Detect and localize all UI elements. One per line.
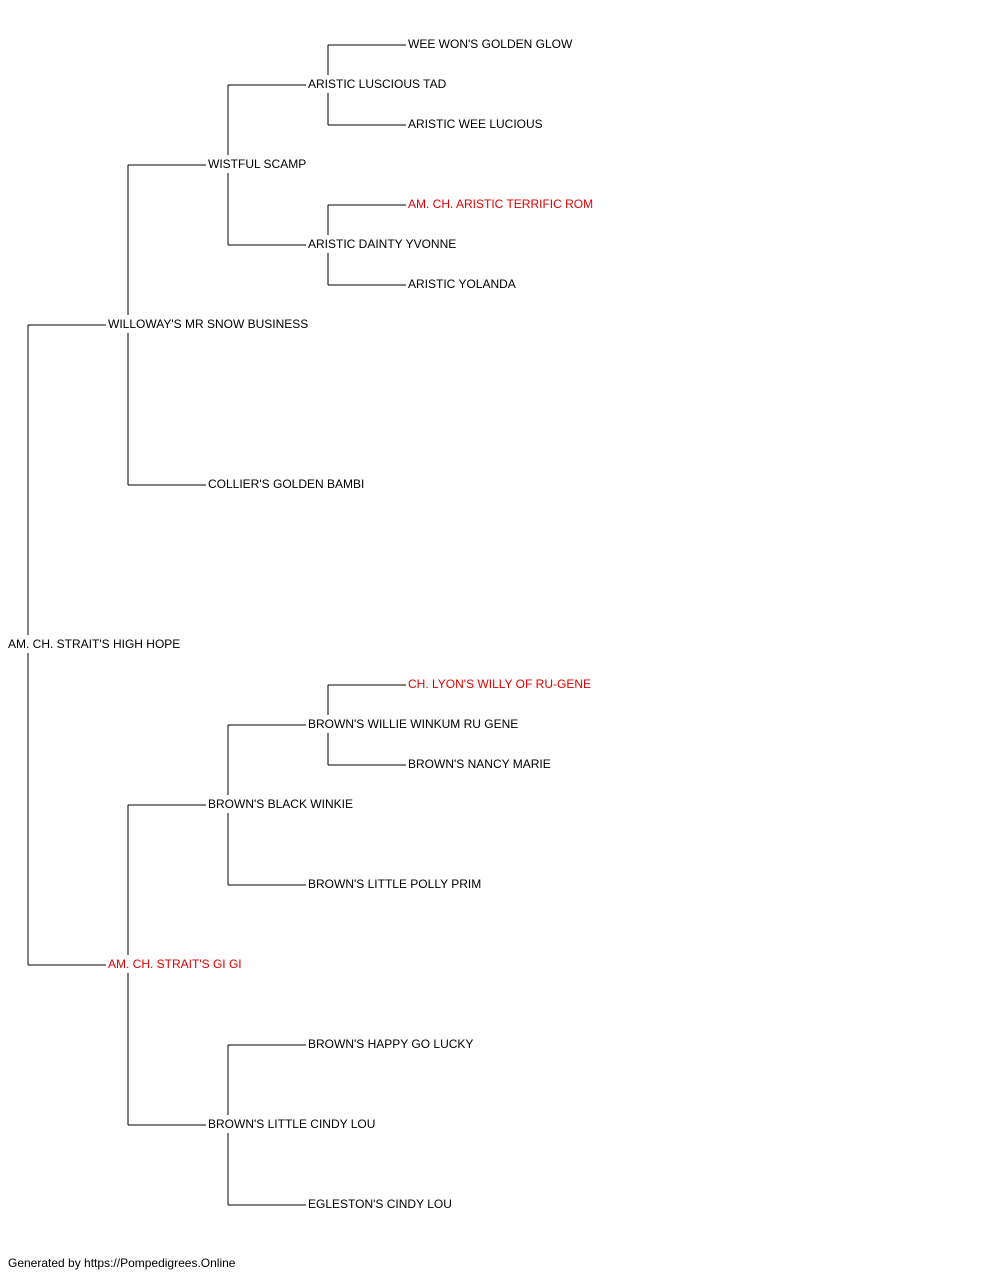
dog-name: ARISTIC LUSCIOUS TAD	[308, 77, 447, 91]
dog-name: AM. CH. ARISTIC TERRIFIC ROM	[408, 197, 593, 211]
dog-name: BROWN'S BLACK WINKIE	[208, 797, 353, 811]
dog-name: ARISTIC WEE LUCIOUS	[408, 117, 543, 131]
dog-name: ARISTIC DAINTY YVONNE	[308, 237, 456, 251]
dog-name: BROWN'S NANCY MARIE	[408, 757, 551, 771]
dog-name: AM. CH. STRAIT'S HIGH HOPE	[8, 637, 180, 651]
dog-name: WEE WON'S GOLDEN GLOW	[408, 37, 573, 51]
dog-name: CH. LYON'S WILLY OF RU-GENE	[408, 677, 591, 691]
dog-name: ARISTIC YOLANDA	[408, 277, 516, 291]
dog-name: WILLOWAY'S MR SNOW BUSINESS	[108, 317, 308, 331]
dog-name: BROWN'S LITTLE POLLY PRIM	[308, 877, 481, 891]
dog-name: BROWN'S LITTLE CINDY LOU	[208, 1117, 375, 1131]
dog-name: BROWN'S HAPPY GO LUCKY	[308, 1037, 473, 1051]
pedigree-chart: AM. CH. STRAIT'S HIGH HOPE WILLOWAY'S MR …	[8, 37, 593, 1211]
dog-name: AM. CH. STRAIT'S GI GI	[108, 957, 242, 971]
dog-name: EGLESTON'S CINDY LOU	[308, 1197, 452, 1211]
footer-credit: Generated by https://Pompedigrees.Online	[8, 1256, 236, 1270]
dog-name: WISTFUL SCAMP	[208, 157, 306, 171]
dog-name: BROWN'S WILLIE WINKUM RU GENE	[308, 717, 518, 731]
dog-name: COLLIER'S GOLDEN BAMBI	[208, 477, 364, 491]
